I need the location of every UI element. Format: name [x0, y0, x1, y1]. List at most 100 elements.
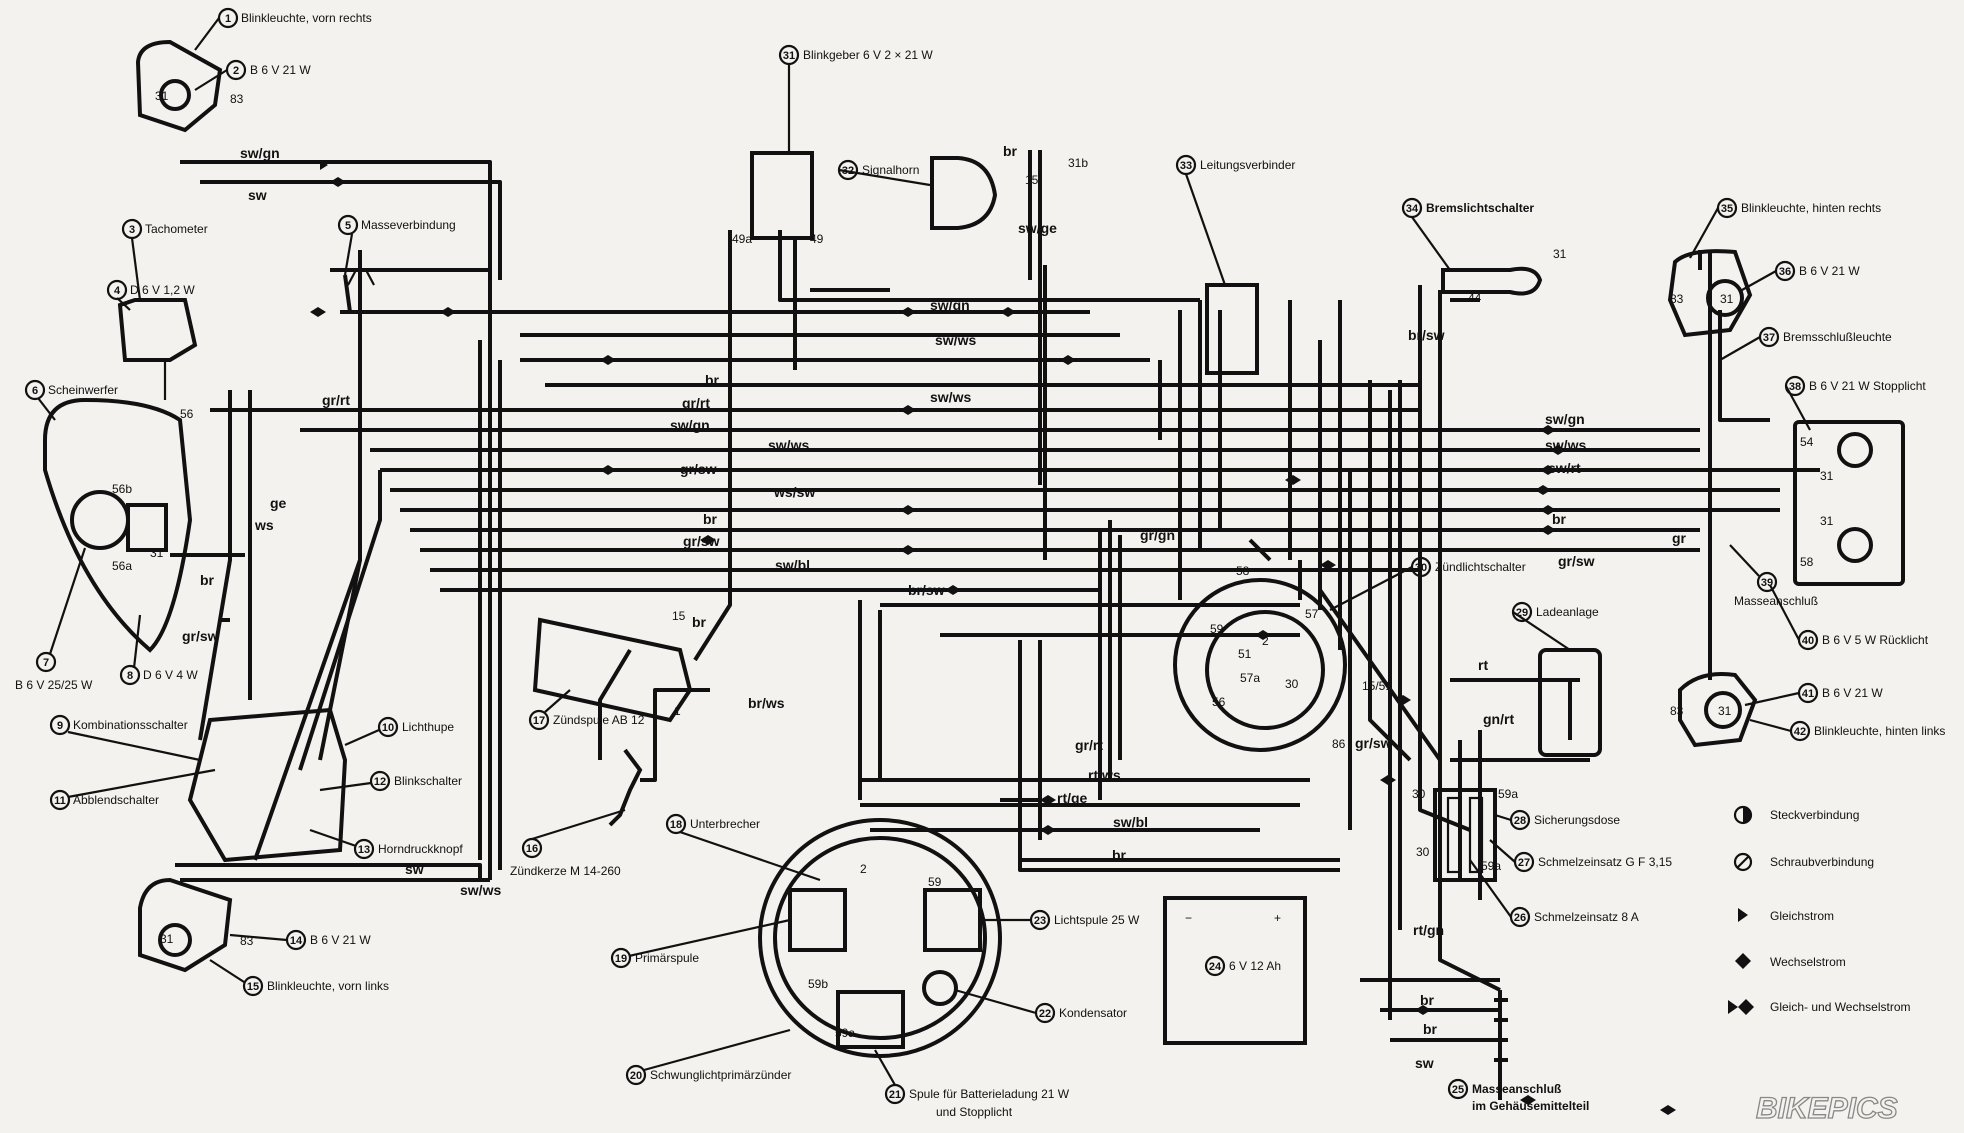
svg-text:56b: 56b [112, 482, 132, 496]
svg-text:Zündspule AB 12: Zündspule AB 12 [553, 713, 645, 727]
svg-text:8: 8 [127, 670, 133, 682]
svg-text:20: 20 [630, 1070, 642, 1082]
svg-text:30: 30 [1285, 677, 1299, 691]
svg-text:15: 15 [1025, 173, 1039, 187]
svg-text:2: 2 [233, 65, 239, 77]
battery [1163, 896, 1307, 1045]
svg-text:gr/gn: gr/gn [1140, 527, 1175, 543]
svg-text:27: 27 [1518, 857, 1530, 869]
svg-text:4: 4 [114, 285, 121, 297]
svg-text:br: br [1112, 847, 1127, 863]
svg-text:br: br [705, 372, 720, 388]
svg-text:42: 42 [1794, 726, 1806, 738]
svg-text:Schraubverbindung: Schraubverbindung [1770, 855, 1874, 869]
svg-text:br: br [1420, 992, 1435, 1008]
svg-text:ws/sw: ws/sw [773, 484, 815, 500]
svg-text:33: 33 [1180, 160, 1192, 172]
svg-text:83: 83 [1670, 292, 1684, 306]
svg-text:7: 7 [43, 657, 49, 669]
leader-lines [37, 17, 1811, 1086]
fuse-box [1433, 788, 1497, 882]
svg-text:sw/ws: sw/ws [930, 389, 971, 405]
svg-text:17: 17 [533, 715, 545, 727]
svg-text:56a: 56a [112, 559, 132, 573]
svg-text:Lichtspule 25 W: Lichtspule 25 W [1054, 913, 1140, 927]
svg-text:3: 3 [129, 224, 135, 236]
svg-text:rt: rt [1478, 657, 1488, 673]
svg-text:Schmelzeinsatz G F 3,15: Schmelzeinsatz G F 3,15 [1538, 855, 1672, 869]
svg-text:30: 30 [1412, 787, 1426, 801]
svg-text:Kombinationsschalter: Kombinationsschalter [73, 718, 188, 732]
wire-symbols [310, 160, 1676, 1115]
svg-text:5: 5 [345, 220, 351, 232]
svg-text:br/sw: br/sw [1408, 327, 1445, 343]
svg-text:56: 56 [180, 407, 194, 421]
svg-text:−: − [1185, 911, 1192, 925]
ignition-coil [532, 617, 693, 723]
legend-alternating-current: Wechselstrom [1735, 953, 1846, 969]
svg-text:56: 56 [1212, 695, 1226, 709]
svg-text:br/ws: br/ws [748, 695, 785, 711]
svg-text:11: 11 [54, 795, 66, 807]
svg-text:Wechselstrom: Wechselstrom [1770, 955, 1846, 969]
svg-text:sw/ws: sw/ws [1545, 437, 1586, 453]
svg-text:sw/bl: sw/bl [1113, 814, 1148, 830]
svg-text:Blinkschalter: Blinkschalter [394, 774, 462, 788]
svg-text:sw/ge: sw/ge [1018, 220, 1057, 236]
wire-color-labels: sw/gn sw gr/rt sw/gn sw/ws sw/ws br gr/r… [182, 143, 1687, 1071]
svg-text:br: br [703, 511, 718, 527]
tachometer [117, 298, 198, 362]
wire-bundle [170, 150, 1820, 1042]
brake-light-switch [1441, 266, 1543, 296]
svg-text:sw/gn: sw/gn [930, 297, 970, 313]
svg-text:sw: sw [248, 187, 267, 203]
svg-text:83: 83 [240, 934, 254, 948]
svg-text:Gleich- und Wechselstrom: Gleich- und Wechselstrom [1770, 1000, 1911, 1014]
svg-text:Lichthupe: Lichthupe [402, 720, 454, 734]
svg-text:Gleichstrom: Gleichstrom [1770, 909, 1834, 923]
svg-text:59: 59 [928, 875, 942, 889]
svg-text:28: 28 [1514, 815, 1526, 827]
svg-text:und Stopplicht: und Stopplicht [936, 1105, 1013, 1119]
svg-text:Tachometer: Tachometer [145, 222, 208, 236]
svg-text:gr/rt: gr/rt [322, 392, 350, 408]
svg-text:31: 31 [155, 89, 169, 103]
svg-text:54: 54 [1800, 435, 1814, 449]
svg-text:sw/rt: sw/rt [1548, 460, 1581, 476]
svg-text:Zündlichtschalter: Zündlichtschalter [1435, 560, 1526, 574]
ground-star [347, 269, 375, 290]
spark-plug [608, 748, 643, 827]
svg-text:B 6 V 5 W Rücklicht: B 6 V 5 W Rücklicht [1822, 633, 1929, 647]
svg-text:59a: 59a [1498, 787, 1518, 801]
svg-text:br/sw: br/sw [908, 582, 945, 598]
svg-text:B 6 V 21 W: B 6 V 21 W [1822, 686, 1883, 700]
headlight [43, 397, 193, 653]
svg-text:49: 49 [810, 232, 824, 246]
svg-text:br: br [1423, 1021, 1438, 1037]
svg-text:57a: 57a [1240, 671, 1260, 685]
svg-text:Blinkleuchte, vorn rechts: Blinkleuchte, vorn rechts [241, 11, 372, 25]
svg-text:B 6 V 21 W: B 6 V 21 W [250, 63, 311, 77]
charging-coil [836, 990, 905, 1049]
svg-text:Signalhorn: Signalhorn [862, 163, 919, 177]
combination-switch [187, 707, 348, 863]
svg-text:35: 35 [1721, 203, 1733, 215]
legend-plug-connection: Steckverbindung [1733, 805, 1859, 825]
svg-text:sw/ws: sw/ws [768, 437, 809, 453]
svg-text:15: 15 [672, 609, 686, 623]
legend-direct-current: Gleichstrom [1738, 908, 1834, 923]
svg-text:40: 40 [1802, 635, 1814, 647]
svg-text:31: 31 [1720, 292, 1734, 306]
svg-text:10: 10 [382, 722, 394, 734]
ignition-light-switch [1173, 578, 1347, 752]
svg-text:31: 31 [1820, 469, 1834, 483]
front-left-blinker [138, 877, 233, 973]
svg-text:Leitungsverbinder: Leitungsverbinder [1200, 158, 1295, 172]
svg-text:br: br [1552, 511, 1567, 527]
svg-text:Bremslichtschalter: Bremslichtschalter [1426, 201, 1534, 215]
svg-text:Masseverbindung: Masseverbindung [361, 218, 456, 232]
primary-coil [788, 888, 847, 952]
svg-text:gr/sw: gr/sw [1355, 735, 1392, 751]
